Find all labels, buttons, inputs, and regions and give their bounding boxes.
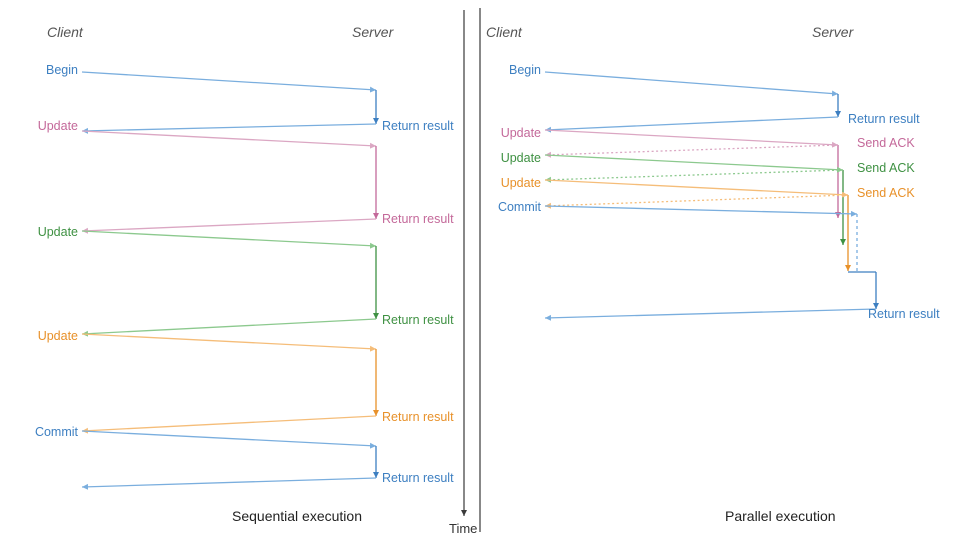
arrow-request-begin — [81, 71, 377, 93]
message-label-return-result-3-sequential: Return result — [382, 313, 454, 327]
message-label-return-result-1-sequential: Return result — [382, 119, 454, 133]
message-label-update-1-parallel: Update — [500, 126, 541, 140]
actor-server-parallel: Server — [812, 24, 854, 40]
message-label-send-ack-2-parallel: Send ACK — [857, 161, 915, 175]
message-label-send-ack-1-parallel: Send ACK — [857, 136, 915, 150]
arrow-request-commit-parallel — [544, 205, 858, 217]
message-label-return-result-2-sequential: Return result — [382, 212, 454, 226]
message-label-update-3-parallel: Update — [500, 176, 541, 190]
arrow-request-begin-parallel — [544, 71, 839, 97]
caption-sequential-execution: Sequential execution — [232, 508, 362, 524]
caption-parallel-execution: Parallel execution — [725, 508, 836, 524]
arrow-response-begin — [81, 123, 377, 134]
message-label-commit-sequential: Commit — [34, 425, 78, 439]
message-label-update-2-sequential: Update — [37, 225, 78, 239]
actor-client-sequential: Client — [47, 24, 83, 40]
arrow-request-update-1-parallel — [544, 129, 839, 148]
message-label-update-2-parallel: Update — [500, 151, 541, 165]
time-axis-label: Time — [449, 521, 478, 536]
arrow-response-commit-parallel — [544, 308, 877, 321]
message-label-begin-parallel: Begin — [509, 63, 541, 77]
arrow-ack-update-2-parallel — [544, 169, 844, 183]
actor-client-parallel: Client — [486, 24, 522, 40]
arrow-response-update-2 — [81, 318, 377, 337]
message-label-return-result-4-sequential: Return result — [382, 410, 454, 424]
message-label-return-result-5-sequential: Return result — [382, 471, 454, 485]
arrow-request-commit — [81, 430, 377, 449]
arrow-request-update-2-parallel — [544, 154, 844, 173]
arrow-response-update-3 — [81, 415, 377, 434]
message-label-update-1-sequential: Update — [37, 119, 78, 133]
arrow-request-update-2 — [81, 230, 377, 249]
actor-server-sequential: Server — [352, 24, 394, 40]
arrow-response-commit — [81, 477, 377, 490]
arrow-request-update-3-parallel — [544, 179, 849, 198]
arrow-ack-update-3-parallel — [544, 194, 849, 209]
arrow-request-update-1 — [81, 130, 377, 149]
message-label-return-result-2-parallel: Return result — [868, 307, 940, 321]
message-label-send-ack-3-parallel: Send ACK — [857, 186, 915, 200]
arrow-request-update-3 — [81, 333, 377, 352]
arrow-response-update-1 — [81, 218, 377, 234]
arrow-response-begin-parallel — [544, 116, 839, 133]
message-label-begin-sequential: Begin — [46, 63, 78, 77]
message-label-commit-parallel: Commit — [497, 200, 541, 214]
message-label-return-result-1-parallel: Return result — [848, 112, 920, 126]
arrow-ack-update-1-parallel — [544, 144, 839, 158]
message-label-update-3-sequential: Update — [37, 329, 78, 343]
